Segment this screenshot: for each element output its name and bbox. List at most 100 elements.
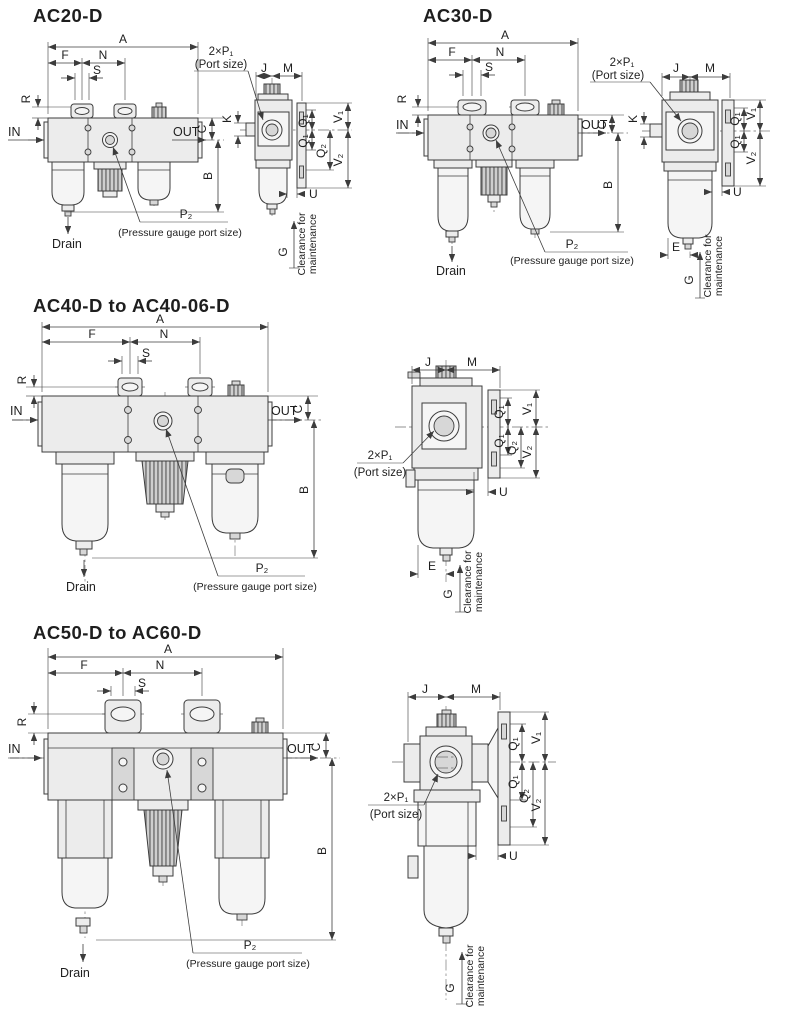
dim-label-n: N [99,48,108,62]
lubricator-bowl [137,161,171,206]
flange-plate [296,102,307,189]
dim-label-m: M [705,61,715,75]
clearance-note: maintenance [307,214,319,274]
dim-label-j: J [425,355,431,369]
dim-label-v1: V₁ [744,108,758,120]
ac20-front-view [28,102,224,217]
in-label: IN [8,742,21,756]
ac20-front-dimensions: A F N S R IN OUT C B P₂ (Pressure gauge … [8,32,242,251]
top-fitting [547,99,565,116]
regulator-knob [669,79,711,101]
gauge-port-circle [482,124,500,142]
dim-label-e: E [428,559,436,573]
ac30-side-view [642,76,770,258]
filter-bowl [433,159,473,243]
bowl-latch [405,469,416,488]
dim-label-n: N [160,327,169,341]
out-label: OUT [173,125,200,139]
ac30-front-view [398,99,628,244]
dim-label-r: R [395,94,409,103]
bowl [405,467,479,562]
gauge-port-circle [152,748,174,770]
dim-label-s: S [485,60,493,74]
section-ac20: AC20-D A F N S R [8,5,352,276]
dim-label-b: B [601,181,615,189]
dim-label-b: B [297,486,311,494]
dim-label-f: F [88,327,95,341]
dim-label-q1: Q₁ [728,112,742,125]
dim-label-q2: Q₂ [314,144,328,158]
dim-label-v1: V₁ [331,111,345,123]
dim-label-a: A [156,312,164,326]
dim-label-v1: V₁ [520,403,534,415]
dim-label-r: R [19,94,33,103]
regulator-knob [407,365,473,387]
dim-label-m: M [467,355,477,369]
clearance-note: Clearance for [464,944,476,1008]
regulator-knob [425,709,467,737]
dim-label-q2: Q₂ [517,789,531,803]
regulator-knob [93,161,127,198]
dim-label-q1: Q₁ [506,737,520,750]
dim-label-f: F [448,45,455,59]
filter-bowl [55,451,115,556]
port-size-label: (Port size) [354,467,407,479]
ac50-front-view [8,699,340,938]
gauge-note: (Pressure gauge port size) [193,581,317,593]
regulator-knob [257,83,289,101]
dim-label-q1: Q₁ [506,775,520,788]
lubricator-bowl [214,799,270,921]
out-label: OUT [581,118,608,132]
dim-label-p2: P₂ [244,938,257,952]
flange-plate [487,389,501,479]
dim-label-g: G [682,275,696,284]
dim-label-m: M [283,61,293,75]
lubricator-bowl [515,159,555,235]
dim-label-q1: Q₁ [492,434,506,447]
gauge-port-circle [153,411,173,431]
dim-label-v2: V₂ [529,798,543,811]
in-label: IN [396,118,409,132]
unit-body [423,114,583,161]
dim-label-j: J [422,682,428,696]
unit-body [43,732,288,801]
dim-label-n: N [156,658,165,672]
bowl-latch [407,855,419,879]
dim-label-p2: P₂ [566,237,579,251]
port-label: 2×P₁ [610,57,635,69]
out-label: OUT [287,742,314,756]
section-title: AC30-D [423,5,493,26]
gauge-note: (Pressure gauge port size) [118,227,242,239]
section-ac40: AC40-D to AC40-06-D [10,295,548,614]
dim-label-u: U [499,485,508,499]
port-size-label: (Port size) [370,809,423,821]
port-label: 2×P₁ [384,792,409,804]
dim-label-v1: V₁ [529,732,543,744]
ac20-side-view [240,78,352,216]
dim-label-e: E [672,240,680,254]
dim-label-g: G [441,589,455,598]
mounting-bracket [70,103,137,119]
top-fitting [227,380,245,397]
bowl [255,159,291,215]
ac40-side-dimensions: J M 2×P₁ (Port size) Q₁ Q₁ Q₂ V₁ V₂ U E … [354,355,540,614]
dim-label-q1: Q₁ [492,405,506,418]
section-title: AC20-D [33,5,103,26]
drain-label: Drain [52,237,82,251]
dim-label-u: U [309,187,318,201]
dim-label-g: G [443,983,457,992]
dim-label-f: F [80,658,87,672]
clearance-note: Clearance for [462,550,474,614]
bowl [663,161,717,250]
dim-label-c: C [291,404,305,413]
dim-label-a: A [164,642,172,656]
mounting-bracket [457,99,540,116]
ac50-side-dimensions: J M 2×P₁ (Port size) Q₁ Q₁ Q₂ V₁ V₂ U G … [368,682,549,1008]
drain-label: Drain [66,580,96,594]
dim-label-c: C [309,742,323,751]
dim-label-v2: V₂ [331,153,345,166]
port-circle [429,745,463,779]
dim-label-m: M [471,682,481,696]
